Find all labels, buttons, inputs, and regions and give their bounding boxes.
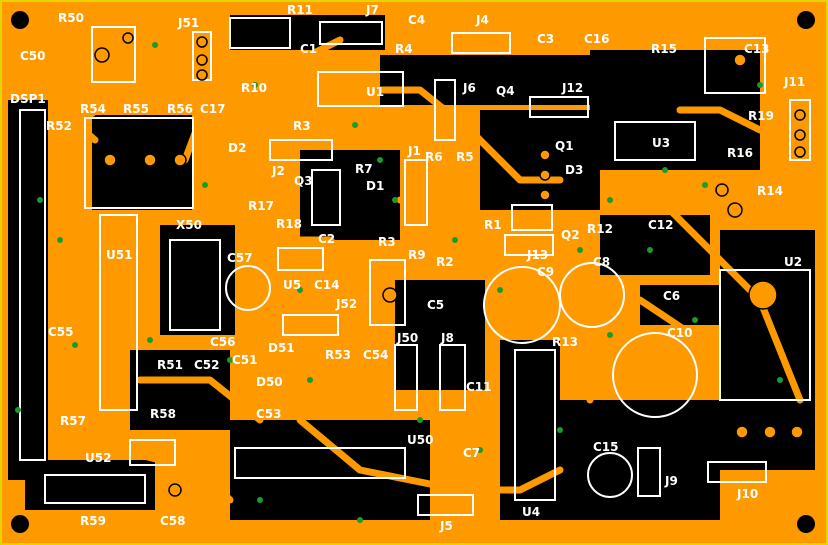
ref-U3: U3 xyxy=(652,136,670,150)
ref-C12: C12 xyxy=(648,218,674,232)
ref-C8: C8 xyxy=(593,255,610,269)
ref-R9: R9 xyxy=(408,248,426,262)
ref-C51: C51 xyxy=(232,353,258,367)
ref-R52: R52 xyxy=(46,119,72,133)
ref-R1: R1 xyxy=(484,218,502,232)
vias xyxy=(15,42,783,523)
ref-J52: J52 xyxy=(335,297,357,311)
ref-C53: C53 xyxy=(256,407,282,421)
mounting-holes xyxy=(11,11,815,533)
component-labels: R50 C50 J51 R11 J7 C4 J4 C3 C16 R15 C13 … xyxy=(10,3,805,533)
ref-R11: R11 xyxy=(287,3,313,17)
ref-R3a: R3 xyxy=(293,119,311,133)
ref-R17: R17 xyxy=(248,199,274,213)
ref-R14: R14 xyxy=(757,184,783,198)
ref-R16: R16 xyxy=(727,146,753,160)
ref-R58: R58 xyxy=(150,407,176,421)
ref-J2: J2 xyxy=(271,164,285,178)
ref-R7: R7 xyxy=(355,162,373,176)
ref-X50: X50 xyxy=(176,218,202,232)
ref-U2: U2 xyxy=(784,255,802,269)
ref-U5: U5 xyxy=(283,278,301,292)
ref-U52: U52 xyxy=(85,451,111,465)
ref-J10: J10 xyxy=(736,487,758,501)
ref-R10: R10 xyxy=(241,81,267,95)
ref-C15: C15 xyxy=(593,440,619,454)
ref-C57: C57 xyxy=(227,251,253,265)
ref-Q4: Q4 xyxy=(496,84,515,98)
ref-R4: R4 xyxy=(395,42,413,56)
ref-R2: R2 xyxy=(436,255,454,269)
ref-R56: R56 xyxy=(167,102,193,116)
ref-R50: R50 xyxy=(58,11,84,25)
ref-C16: C16 xyxy=(584,32,610,46)
ref-C10: C10 xyxy=(667,326,693,340)
ref-J1: J1 xyxy=(407,144,421,158)
ref-J8: J8 xyxy=(440,331,454,345)
ref-D51: D51 xyxy=(268,341,295,355)
ref-C14: C14 xyxy=(314,278,340,292)
ref-DSP1: DSP1 xyxy=(10,92,46,106)
ref-R3b: R3 xyxy=(378,235,396,249)
ref-C55: C55 xyxy=(48,325,74,339)
ref-D2: D2 xyxy=(228,141,246,155)
ref-R18: R18 xyxy=(276,217,302,231)
ref-C6: C6 xyxy=(663,289,680,303)
ref-Q1: Q1 xyxy=(555,139,574,153)
ref-C13: C13 xyxy=(744,42,770,56)
ref-C52: C52 xyxy=(194,358,220,372)
ref-J7: J7 xyxy=(365,3,379,17)
ref-R19: R19 xyxy=(748,109,774,123)
ref-R59: R59 xyxy=(80,514,106,528)
ref-D1: D1 xyxy=(366,179,384,193)
ref-J6: J6 xyxy=(462,81,476,95)
ref-J5: J5 xyxy=(439,519,453,533)
ref-C17: C17 xyxy=(200,102,226,116)
pads xyxy=(94,32,806,497)
ref-C7: C7 xyxy=(463,446,480,460)
ref-C3: C3 xyxy=(537,32,554,46)
ref-C56: C56 xyxy=(210,335,236,349)
ref-U50: U50 xyxy=(407,433,433,447)
ref-Q3: Q3 xyxy=(294,174,313,188)
silkscreen-outlines xyxy=(19,17,811,516)
ref-C2: C2 xyxy=(318,232,335,246)
ref-R13: R13 xyxy=(552,335,578,349)
ref-U4: U4 xyxy=(522,505,540,519)
ref-R5: R5 xyxy=(456,150,474,164)
ref-J13: J13 xyxy=(526,248,548,262)
ref-U1: U1 xyxy=(366,85,384,99)
ref-J50: J50 xyxy=(396,331,418,345)
ref-D3: D3 xyxy=(565,163,583,177)
ref-J4: J4 xyxy=(475,13,489,27)
ref-R55: R55 xyxy=(123,102,149,116)
ref-R57: R57 xyxy=(60,414,86,428)
ref-J11: J11 xyxy=(783,75,805,89)
ref-C9: C9 xyxy=(537,265,554,279)
ref-C1: C1 xyxy=(300,42,317,56)
ref-J51: J51 xyxy=(177,16,199,30)
ref-R53: R53 xyxy=(325,348,351,362)
ref-R51: R51 xyxy=(157,358,183,372)
ref-C5: C5 xyxy=(427,298,444,312)
ref-C11: C11 xyxy=(466,380,492,394)
ref-Q2: Q2 xyxy=(561,228,580,242)
ref-R6: R6 xyxy=(425,150,443,164)
ref-R15: R15 xyxy=(651,42,677,56)
ref-C54: C54 xyxy=(363,348,389,362)
ref-R12: R12 xyxy=(587,222,613,236)
ref-C4: C4 xyxy=(408,13,425,27)
ref-R54: R54 xyxy=(80,102,106,116)
ref-C58: C58 xyxy=(160,514,186,528)
ref-C50: C50 xyxy=(20,49,46,63)
ref-J12: J12 xyxy=(561,81,583,95)
ref-J9: J9 xyxy=(664,474,678,488)
ref-D50: D50 xyxy=(256,375,283,389)
ref-U51: U51 xyxy=(106,248,132,262)
